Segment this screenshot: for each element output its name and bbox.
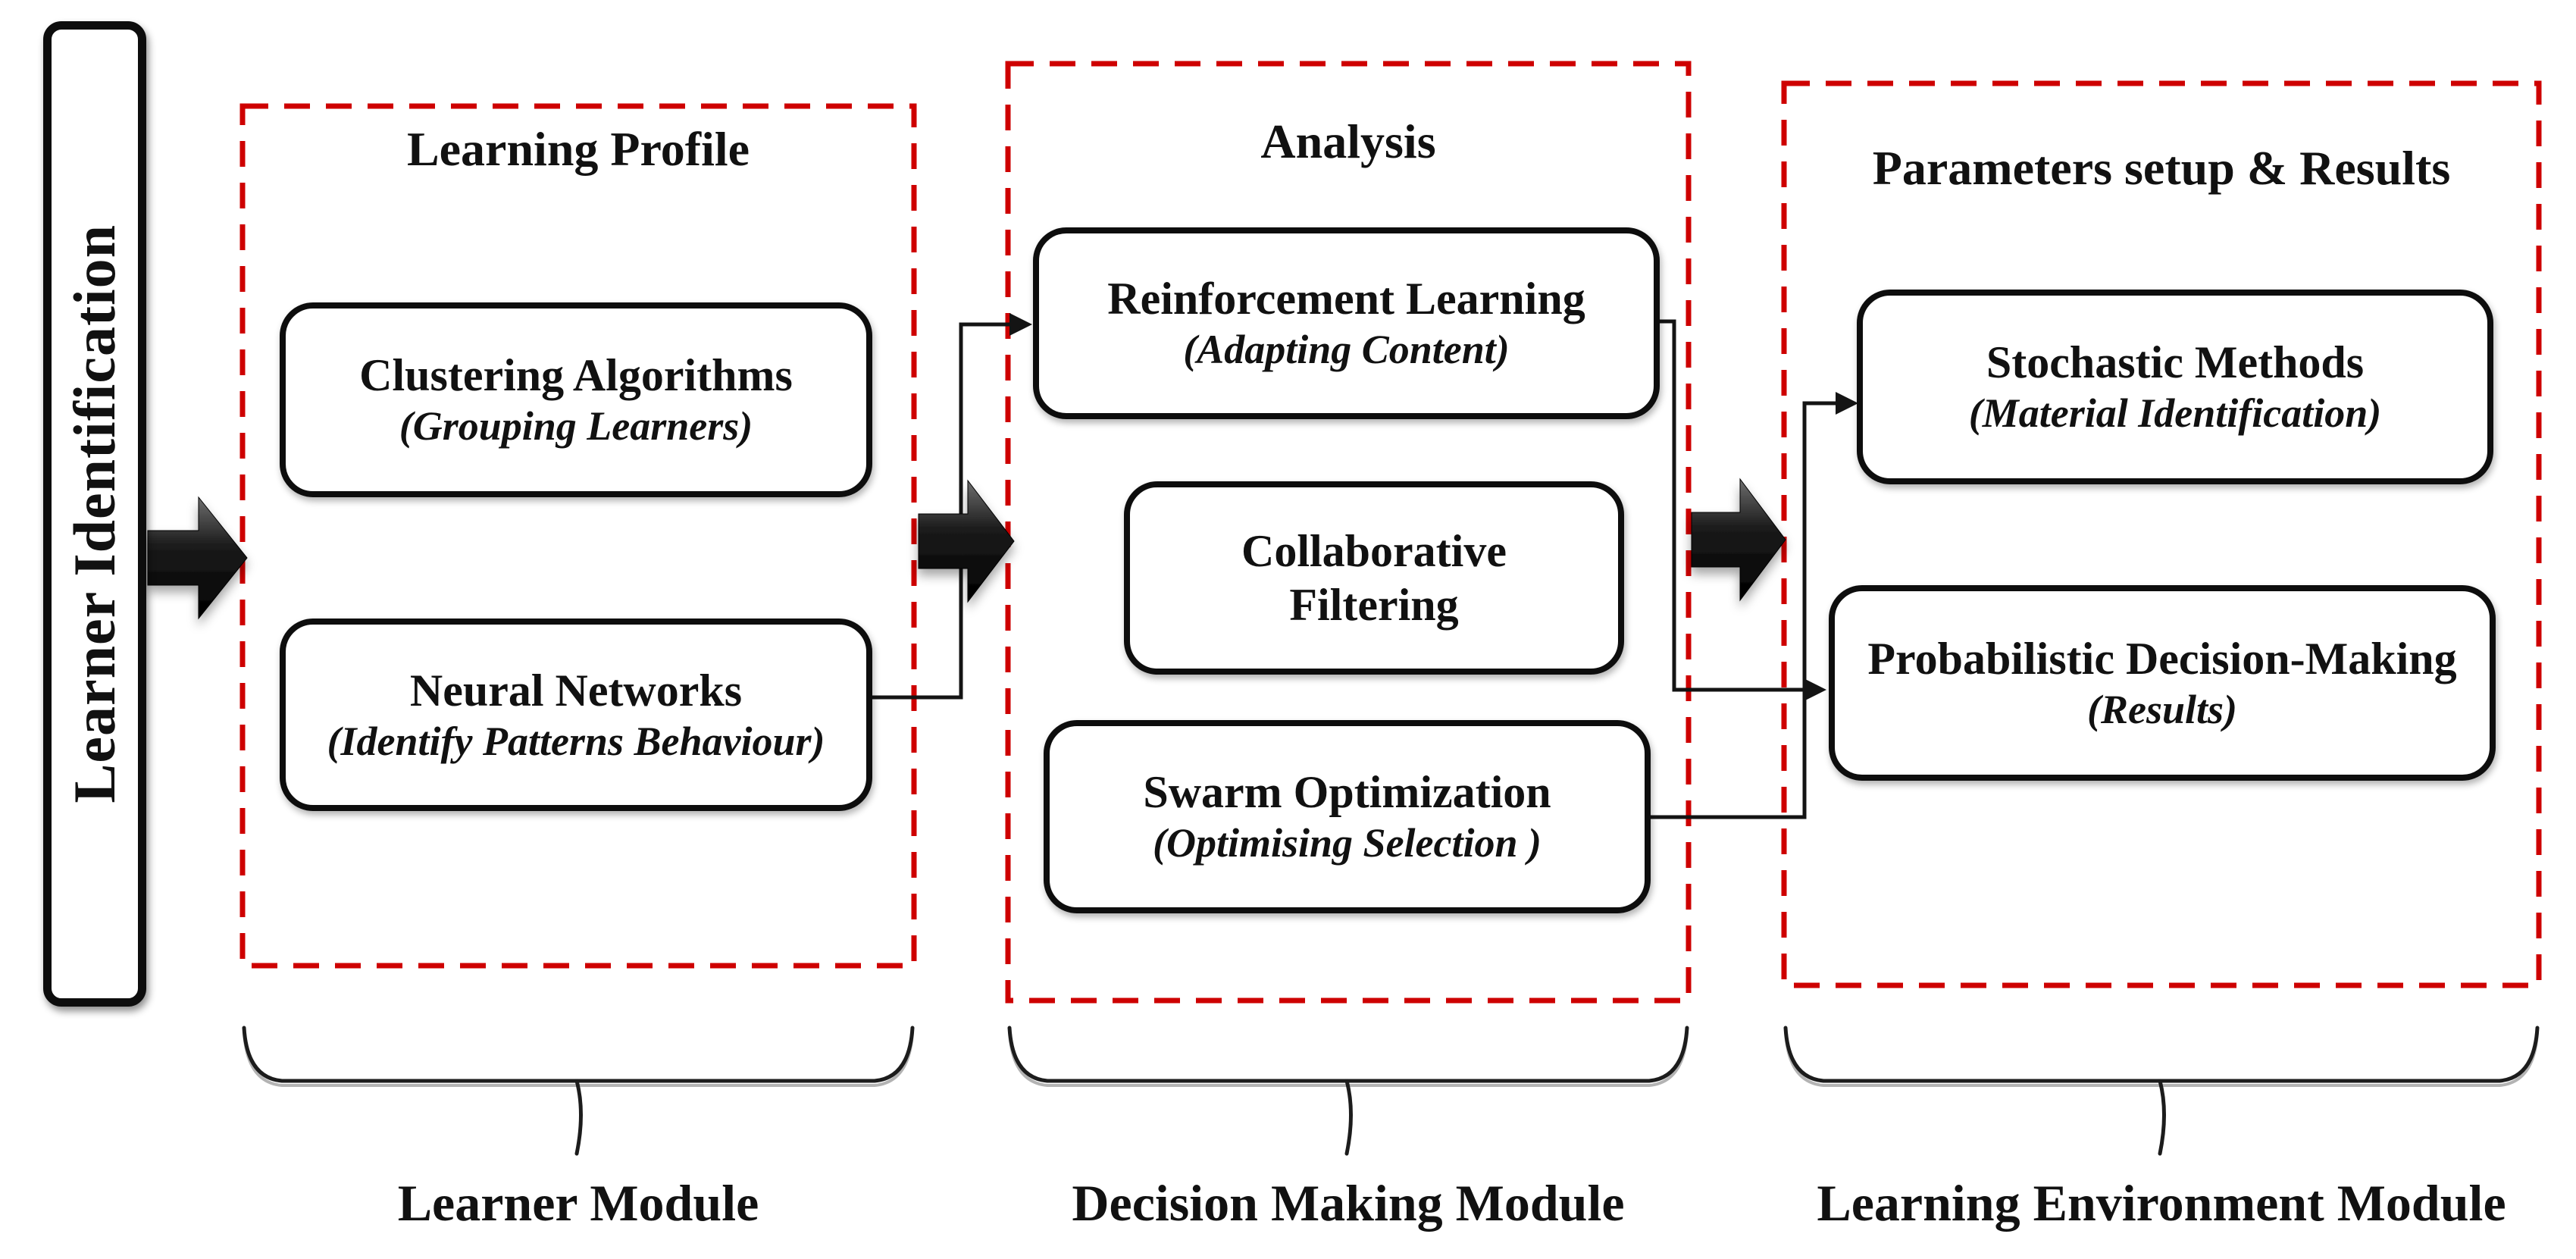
- node-clustering-algorithms: Clustering Algorithms (Grouping Learners…: [280, 302, 872, 497]
- node-subtitle: (Grouping Learners): [399, 403, 753, 449]
- node-title: Reinforcement Learning: [1107, 274, 1585, 324]
- caption-learner-module: Learner Module: [397, 1174, 759, 1232]
- module-boundary-learner: [239, 103, 917, 969]
- node-swarm-optimization: Swarm Optimization (Optimising Selection…: [1044, 720, 1651, 913]
- node-subtitle: (Material Identification): [1968, 390, 2382, 437]
- brace-learning-environment-module: [1783, 1026, 2540, 1156]
- module-boundary-learning-environment: [1781, 80, 2542, 988]
- node-probabilistic-decision-making: Probabilistic Decision-Making (Results): [1829, 585, 2496, 781]
- node-neural-networks: Neural Networks (Identify Patterns Behav…: [280, 619, 872, 811]
- module-header-analysis: Analysis: [1260, 114, 1436, 168]
- learner-identification-box: Learner Identification: [43, 21, 146, 1007]
- connector-neural-to-reinforcement: [872, 322, 1009, 700]
- brace-decision-making-module: [1007, 1026, 1689, 1156]
- module-header-learning-profile: Learning Profile: [406, 122, 750, 176]
- brace-learner-module: [242, 1026, 915, 1156]
- connector-reinforcement-to-probabilistic: [1660, 319, 1804, 692]
- flow-arrow-identification-to-learner: [147, 496, 248, 620]
- node-title: Collaborative: [1241, 525, 1507, 576]
- node-stochastic-methods: Stochastic Methods (Material Identificat…: [1857, 290, 2493, 484]
- connector-neural-to-reinforcement-arrowhead: [1009, 313, 1032, 336]
- node-subtitle: (Identify Patterns Behaviour): [327, 718, 825, 764]
- flow-arrow-decision-to-environment: [1691, 478, 1786, 602]
- node-title: Neural Networks: [409, 665, 743, 716]
- node-title: Probabilistic Decision-Making: [1867, 633, 2457, 684]
- node-collaborative-filtering: Collaborative Filtering: [1124, 481, 1624, 675]
- flow-arrow-learner-to-decision: [918, 479, 1015, 603]
- connector-swarm-to-stochastic: [1651, 401, 1836, 819]
- caption-decision-making-module: Decision Making Module: [1072, 1174, 1625, 1232]
- module-header-parameters-setup-results: Parameters setup & Results: [1872, 141, 2451, 195]
- node-subtitle: (Optimising Selection ): [1153, 820, 1542, 866]
- learner-identification-label: Learner Identification: [61, 224, 127, 803]
- connector-swarm-to-stochastic-arrowhead: [1836, 392, 1858, 415]
- node-title: Stochastic Methods: [1986, 337, 2365, 388]
- node-title: Clustering Algorithms: [359, 350, 793, 401]
- module-boundary-decision-making: [1005, 61, 1692, 1004]
- node-subtitle: (Results): [2086, 686, 2238, 732]
- node-title: Swarm Optimization: [1143, 767, 1551, 818]
- node-title-line2: Filtering: [1289, 579, 1459, 630]
- connector-reinforcement-to-probabilistic-arrowhead: [1804, 678, 1826, 701]
- node-subtitle: (Adapting Content): [1183, 327, 1510, 373]
- caption-learning-environment-module: Learning Environment Module: [1817, 1174, 2506, 1232]
- node-reinforcement-learning: Reinforcement Learning (Adapting Content…: [1033, 227, 1660, 419]
